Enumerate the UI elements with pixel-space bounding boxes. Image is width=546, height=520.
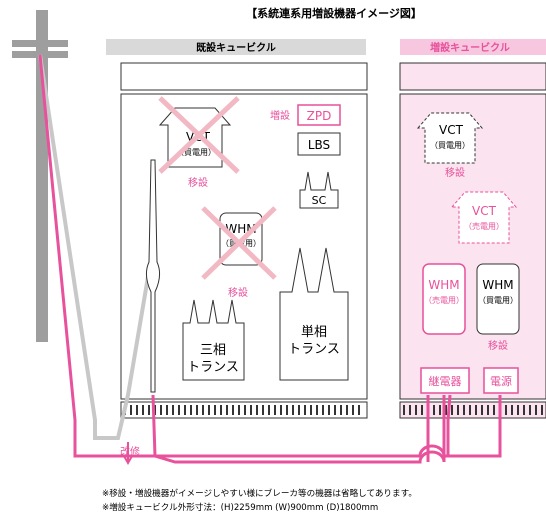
relay-box: 継電器: [420, 367, 470, 394]
svg-text:（買電用）: （買電用）: [478, 296, 518, 305]
svg-text:単相: 単相: [301, 324, 327, 340]
svg-text:WHM: WHM: [482, 278, 513, 292]
whm-existing: WHM （買電用）: [201, 206, 277, 280]
vct-existing: VCT （買電用）: [158, 96, 240, 174]
svg-text:（買電用）: （買電用）: [430, 141, 470, 150]
new-cubicle-vent: [399, 401, 546, 419]
svg-text:（売電用）: （売電用）: [464, 221, 504, 231]
svg-text:継電器: 継電器: [429, 374, 462, 388]
diagram-title: 【系統連系用増設機器イメージ図】: [246, 6, 422, 20]
svg-text:三相: 三相: [200, 343, 226, 358]
new-cubicle-top: [399, 62, 546, 91]
existing-cubicle-header: 既設キュービクル: [196, 41, 276, 54]
whm-buy-move-label: 移設: [488, 339, 508, 352]
note-1: ※移設・増設機器がイメージしやすい様にブレーカ等の機器は省略してあります。: [102, 487, 417, 499]
sc-capacitor: SC: [299, 171, 339, 209]
zpd-label: ZPD: [307, 109, 332, 123]
existing-cubicle-top: [120, 62, 368, 91]
busbar: [145, 159, 161, 393]
existing-cubicle-header-bg: [106, 39, 366, 55]
new-cubicle-header-bg: [400, 39, 546, 55]
wiring: [38, 54, 502, 466]
vct-buy-move-label: 移設: [445, 166, 465, 179]
new-cubicle-header: 増設キュービクル: [430, 41, 510, 54]
svg-text:（売電用）: （売電用）: [424, 295, 464, 305]
whm-buy-moved: WHM （買電用）: [476, 263, 520, 335]
vct-buy-moved: VCT （買電用）: [416, 112, 484, 164]
svg-text:WHM: WHM: [428, 278, 459, 292]
svg-text:トランス: トランス: [187, 360, 239, 375]
svg-text:VCT: VCT: [439, 123, 464, 137]
transformer-single-phase: 単相 トランス: [279, 247, 349, 381]
power-supply-box: 電源: [483, 367, 519, 394]
svg-text:VCT: VCT: [472, 204, 497, 218]
svg-text:（買電用）: （買電用）: [176, 148, 216, 157]
whm-move-label: 移設: [228, 286, 248, 299]
svg-text:SC: SC: [312, 194, 327, 207]
vct-sell-new: VCT （売電用）: [450, 191, 518, 244]
repair-label: 改修: [120, 445, 140, 458]
note-2: ※増設キュービクル外形寸法：(H)2259mm (W)900mm (D)1800…: [102, 501, 378, 513]
whm-sell-new: WHM （売電用）: [422, 263, 466, 335]
zpd-add-label: 増設: [270, 109, 290, 122]
lbs-box: [297, 132, 341, 156]
lbs-label: LBS: [308, 138, 330, 152]
zpd-box: [297, 104, 341, 126]
svg-text:電源: 電源: [490, 374, 512, 388]
svg-text:トランス: トランス: [288, 342, 340, 357]
vct-move-label: 移設: [188, 176, 208, 189]
transformer-three-phase: 三相 トランス: [182, 299, 245, 381]
